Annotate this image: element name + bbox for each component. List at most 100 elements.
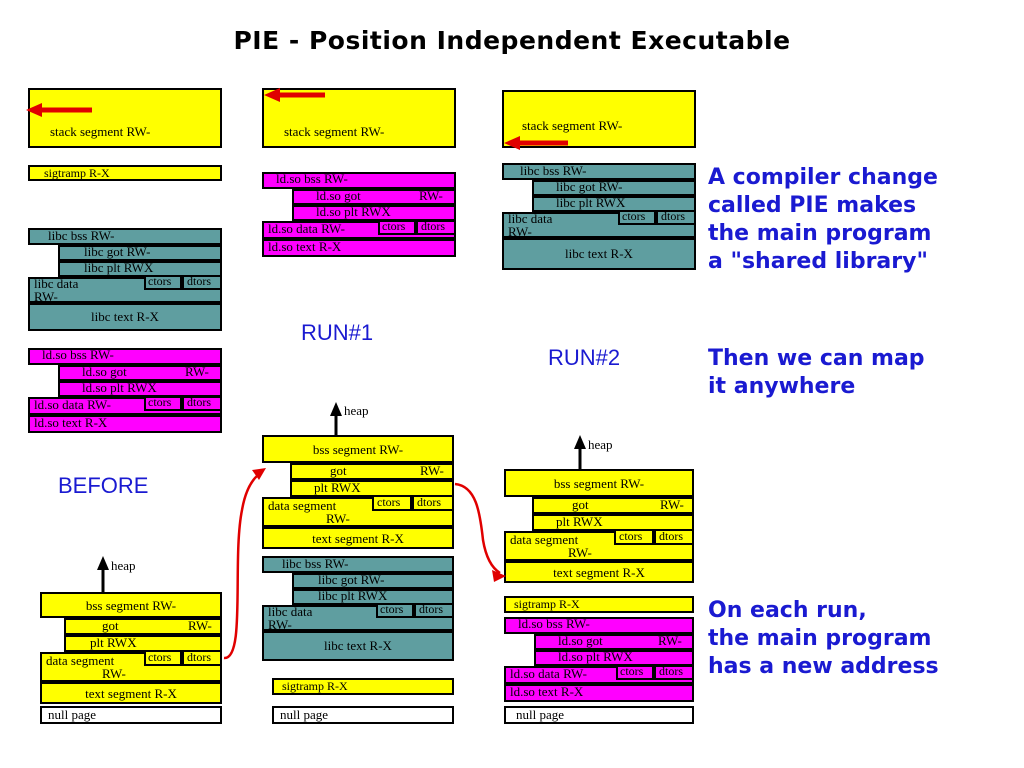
- libc-dtors-cell: dtors: [414, 603, 454, 618]
- libc-dtors-label: dtors: [187, 274, 211, 288]
- got-row: got RW-: [64, 618, 222, 635]
- text-row: text segment R-X: [504, 561, 694, 583]
- col3-program-group: bss segment RW- got RW- plt RWX data seg…: [504, 469, 694, 587]
- libc-got-label: libc got RW-: [318, 572, 385, 587]
- col3-heap-label: heap: [588, 437, 613, 452]
- libc-plt-label: libc plt RWX: [556, 195, 626, 210]
- ldso-dtors-label: dtors: [659, 664, 683, 678]
- ldso-got-label: ld.so got: [316, 188, 361, 203]
- text-row: text segment R-X: [40, 682, 222, 704]
- dtors-label: dtors: [659, 529, 683, 543]
- page-title: PIE - Position Independent Executable: [233, 26, 791, 55]
- libc-ctors-label: ctors: [148, 274, 172, 288]
- ldso-plt-label: ld.so plt RWX: [558, 649, 633, 664]
- stack-growth-arrow-icon: [264, 88, 325, 102]
- libc-got-label: libc got RW-: [556, 179, 623, 194]
- ldso-bss-row: ld.so bss RW-: [28, 348, 222, 365]
- got-label: got: [330, 463, 347, 478]
- libc-bss-row: libc bss RW-: [262, 556, 454, 573]
- annotation-top: A compiler change called PIE makes the m…: [708, 165, 938, 274]
- libc-text-row: libc text R-X: [502, 238, 696, 270]
- libc-data-perm-label: RW-: [268, 617, 292, 632]
- col1-stack-segment: stack segment RW-: [28, 88, 222, 148]
- ldso-plt-label: ld.so plt RWX: [82, 380, 157, 395]
- plt-label: plt RWX: [314, 480, 361, 495]
- got-perm-label: RW-: [188, 618, 212, 633]
- text-label: text segment R-X: [85, 686, 177, 701]
- col3-sigtramp: sigtramp R-X: [504, 596, 694, 613]
- ldso-ctors-label: ctors: [382, 219, 406, 233]
- libc-got-row: libc got RW-: [58, 245, 222, 261]
- relocation-arrow-1-icon: [223, 468, 266, 660]
- ldso-dtors-cell: dtors: [654, 665, 694, 680]
- plt-row: plt RWX: [290, 480, 454, 497]
- libc-ctors-cell: ctors: [144, 275, 182, 290]
- col3-stack-label: stack segment RW-: [522, 118, 623, 133]
- text-row: text segment R-X: [262, 527, 454, 549]
- libc-data-label: libc data: [508, 211, 553, 226]
- ldso-bss-label: ld.so bss RW-: [42, 347, 114, 362]
- col2-null-page: null page: [272, 706, 454, 724]
- libc-ctors-cell: ctors: [376, 603, 414, 618]
- col2-sigtramp-label: sigtramp R-X: [282, 679, 348, 693]
- data-perm-label: RW-: [568, 545, 592, 560]
- libc-bss-label: libc bss RW-: [48, 228, 115, 243]
- libc-bss-row: libc bss RW-: [28, 228, 222, 245]
- text-label: text segment R-X: [553, 565, 645, 580]
- col2-stack-segment: stack segment RW-: [262, 88, 456, 148]
- plt-row: plt RWX: [64, 635, 222, 652]
- heap-growth-arrow-icon: [574, 435, 586, 470]
- libc-bss-label: libc bss RW-: [282, 556, 349, 571]
- bss-row: bss segment RW-: [504, 469, 694, 497]
- libc-text-row: libc text R-X: [262, 631, 454, 661]
- data-label: data segment: [46, 653, 115, 668]
- ldso-dtors-cell: dtors: [182, 396, 222, 411]
- ldso-text-label: ld.so text R-X: [34, 415, 108, 430]
- libc-text-label: libc text R-X: [565, 246, 633, 261]
- ldso-got-label: ld.so got: [82, 364, 127, 379]
- data-label: data segment: [510, 532, 579, 547]
- ldso-dtors-cell: dtors: [416, 220, 456, 235]
- ldso-plt-row: ld.so plt RWX: [58, 381, 222, 397]
- plt-row: plt RWX: [532, 514, 694, 531]
- got-perm-label: RW-: [420, 463, 444, 478]
- libc-data-label: libc data: [268, 604, 313, 619]
- ldso-bss-row: ld.so bss RW-: [262, 172, 456, 189]
- ldso-bss-label: ld.so bss RW-: [276, 171, 348, 186]
- col2-program-group: bss segment RW- got RW- plt RWX data seg…: [262, 435, 454, 552]
- ldso-got-row: ld.so got RW-: [58, 365, 222, 381]
- plt-label: plt RWX: [556, 514, 603, 529]
- ldso-got-label: ld.so got: [558, 633, 603, 648]
- run1-label: RUN#1: [301, 320, 374, 345]
- bss-label: bss segment RW-: [553, 476, 645, 491]
- ldso-text-row: ld.so text R-X: [504, 684, 694, 702]
- dtors-cell: dtors: [654, 529, 694, 545]
- libc-ctors-cell: ctors: [618, 210, 656, 225]
- col1-ldso-group: ld.so bss RW- ld.so got RW- ld.so plt RW…: [28, 348, 222, 433]
- col1-sigtramp: sigtramp R-X: [28, 165, 222, 181]
- ldso-ctors-label: ctors: [148, 395, 172, 409]
- ldso-text-row: ld.so text R-X: [262, 239, 456, 257]
- ldso-text-label: ld.so text R-X: [268, 239, 342, 254]
- ctors-cell: ctors: [372, 495, 412, 511]
- ldso-ctors-label: ctors: [620, 664, 644, 678]
- ldso-got-perm-label: RW-: [658, 633, 682, 648]
- bss-row: bss segment RW-: [40, 592, 222, 618]
- ldso-dtors-label: dtors: [187, 395, 211, 409]
- libc-data-label: libc data: [34, 276, 79, 291]
- ctors-label: ctors: [148, 650, 172, 664]
- col2-null-page-label: null page: [280, 707, 329, 722]
- libc-text-row: libc text R-X: [28, 303, 222, 331]
- data-perm-label: RW-: [326, 511, 350, 526]
- col2-sigtramp: sigtramp R-X: [272, 678, 454, 695]
- got-perm-label: RW-: [660, 497, 684, 512]
- libc-text-label: libc text R-X: [91, 309, 159, 324]
- ldso-got-row: ld.so got RW-: [292, 189, 456, 205]
- col1-heap-label: heap: [111, 558, 136, 573]
- annotation-middle: Then we can map it anywhere: [708, 346, 925, 399]
- col3-null-page: null page: [504, 706, 694, 724]
- libc-bss-label: libc bss RW-: [520, 163, 587, 178]
